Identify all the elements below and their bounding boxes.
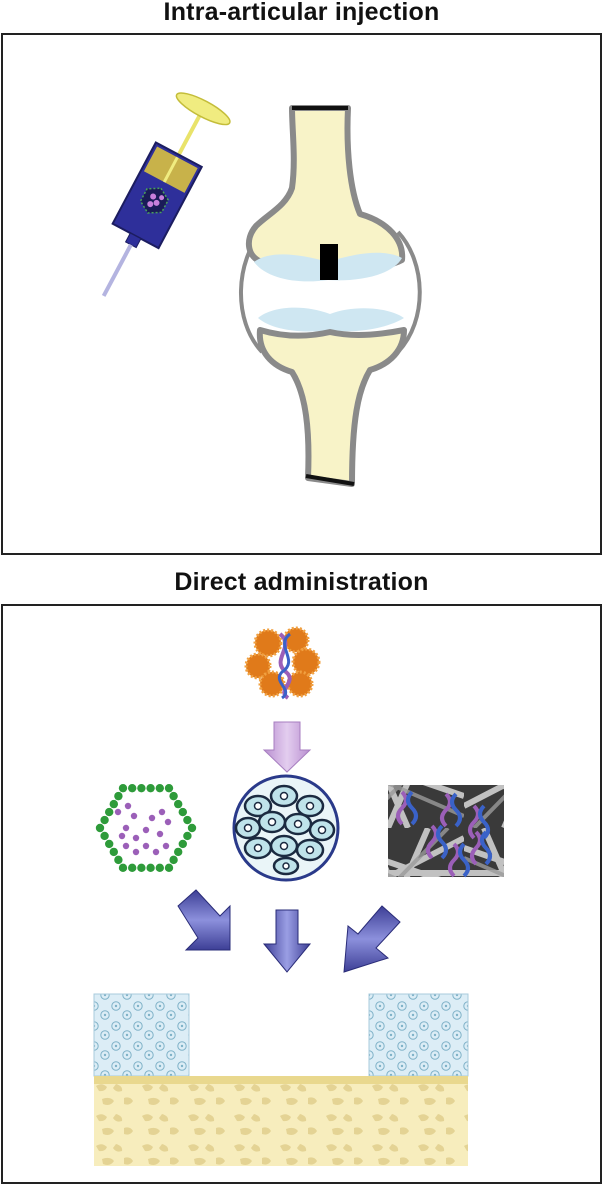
dna-bead: [142, 826, 150, 834]
liposome-bead: [118, 863, 128, 873]
dna-bead: [152, 848, 160, 856]
panel-title-direct: Direct administration: [174, 568, 429, 596]
scaffold-icon: [388, 785, 504, 878]
liposome-bead: [146, 783, 155, 793]
liposome-bead: [169, 855, 178, 865]
cartilage-defect-icon: [93, 993, 469, 1166]
dna-bead: [118, 832, 126, 840]
arrow-right-diagonal: [343, 905, 401, 973]
dna-bead: [130, 812, 138, 820]
liposome-bead: [155, 783, 164, 793]
dna-bead: [122, 842, 130, 850]
liposome-bead: [164, 783, 174, 793]
dna-bead: [114, 808, 122, 816]
dna-bead: [156, 830, 164, 838]
liposome-bead: [109, 799, 119, 809]
liposome-bead: [100, 815, 109, 825]
liposome-bead: [178, 839, 187, 849]
liposome-bead: [137, 863, 146, 873]
liposome-bead: [169, 791, 178, 801]
liposome-bead: [178, 807, 187, 817]
liposome-bead: [183, 815, 192, 825]
liposome-bead: [105, 839, 114, 849]
dna-bead: [132, 834, 140, 842]
liposome-bead: [183, 831, 192, 841]
dna-bead: [132, 848, 140, 856]
liposome-bead: [128, 783, 137, 793]
liposome-bead: [155, 863, 164, 873]
liposome-bead: [174, 847, 183, 857]
dna-bead: [124, 802, 132, 810]
liposome-bead: [128, 863, 137, 873]
liposome-bead: [174, 799, 183, 809]
liposome-bead: [114, 855, 123, 865]
liposome-bead: [137, 783, 146, 793]
syringe-icon: [101, 92, 231, 297]
liposome-bead: [105, 807, 114, 817]
liposome-bead: [100, 831, 109, 841]
panel-title-injection: Intra-articular injection: [163, 0, 440, 26]
dna-bead: [142, 842, 150, 850]
dna-bead: [122, 824, 130, 832]
liposome-icon: [95, 783, 197, 873]
liposome-bead: [146, 863, 155, 873]
liposome-bead: [118, 783, 128, 793]
arrow-left-diagonal: [177, 889, 231, 951]
liposome-bead: [109, 847, 119, 857]
nanoparticle-dna-complex-icon: [244, 626, 321, 700]
dna-bead: [158, 808, 166, 816]
dna-bead: [164, 818, 172, 826]
lilac-down-arrow: [262, 721, 312, 773]
liposome-bead: [95, 823, 105, 833]
cell-aggregate-icon: [232, 774, 340, 882]
dna-bead: [148, 814, 156, 822]
dna-bead: [162, 842, 170, 850]
liposome-bead: [114, 791, 123, 801]
arrow-down-center: [262, 909, 312, 973]
knee-joint-icon: [239, 105, 422, 487]
liposome-bead: [187, 823, 197, 833]
liposome-bead: [164, 863, 174, 873]
